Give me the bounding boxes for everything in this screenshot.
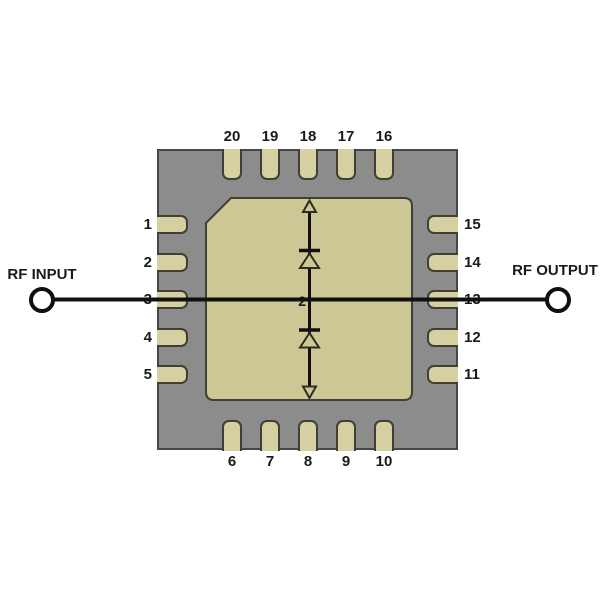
chip-package-body bbox=[157, 149, 458, 450]
pin-label-14: 14 bbox=[464, 254, 481, 271]
pin-label-12: 12 bbox=[464, 329, 481, 346]
pin-20 bbox=[222, 149, 242, 180]
pin-label-19: 19 bbox=[261, 128, 279, 145]
pin-label-2: 2 bbox=[143, 254, 152, 271]
pin-label-16: 16 bbox=[375, 128, 393, 145]
pin-9 bbox=[336, 420, 356, 451]
pin-4 bbox=[157, 328, 188, 347]
pin-12 bbox=[427, 328, 458, 347]
center-node-label: 2 bbox=[298, 293, 306, 309]
rf-input-label: RF INPUT bbox=[7, 266, 77, 283]
pin-label-1: 1 bbox=[143, 216, 152, 233]
pin-10 bbox=[374, 420, 394, 451]
pin-11 bbox=[427, 365, 458, 384]
pin-1 bbox=[157, 215, 188, 234]
pin-label-20: 20 bbox=[223, 128, 241, 145]
pin-16 bbox=[374, 149, 394, 180]
pin-label-15: 15 bbox=[464, 216, 481, 233]
pin-label-8: 8 bbox=[303, 453, 313, 470]
pin-label-11: 11 bbox=[464, 366, 480, 383]
pin-13 bbox=[427, 290, 458, 309]
pin-18 bbox=[298, 149, 318, 180]
pin-label-4: 4 bbox=[143, 329, 152, 346]
pin-19 bbox=[260, 149, 280, 180]
pin-5 bbox=[157, 365, 188, 384]
rf-input-port-icon bbox=[29, 287, 55, 313]
rf-output-port-icon bbox=[545, 287, 571, 313]
pin-label-9: 9 bbox=[341, 453, 351, 470]
pin-7 bbox=[260, 420, 280, 451]
pin-2 bbox=[157, 253, 188, 272]
pin-label-18: 18 bbox=[299, 128, 317, 145]
pin-14 bbox=[427, 253, 458, 272]
pin-label-6: 6 bbox=[227, 453, 237, 470]
pin-15 bbox=[427, 215, 458, 234]
pin-3 bbox=[157, 290, 188, 309]
pin-label-17: 17 bbox=[337, 128, 355, 145]
pin-6 bbox=[222, 420, 242, 451]
pin-label-10: 10 bbox=[375, 453, 393, 470]
pin-label-3: 3 bbox=[143, 291, 152, 308]
pin-label-5: 5 bbox=[143, 366, 152, 383]
pin-8 bbox=[298, 420, 318, 451]
pin-17 bbox=[336, 149, 356, 180]
pin-label-7: 7 bbox=[265, 453, 275, 470]
rf-output-label: RF OUTPUT bbox=[512, 262, 598, 279]
pin-label-13: 13 bbox=[464, 291, 481, 308]
